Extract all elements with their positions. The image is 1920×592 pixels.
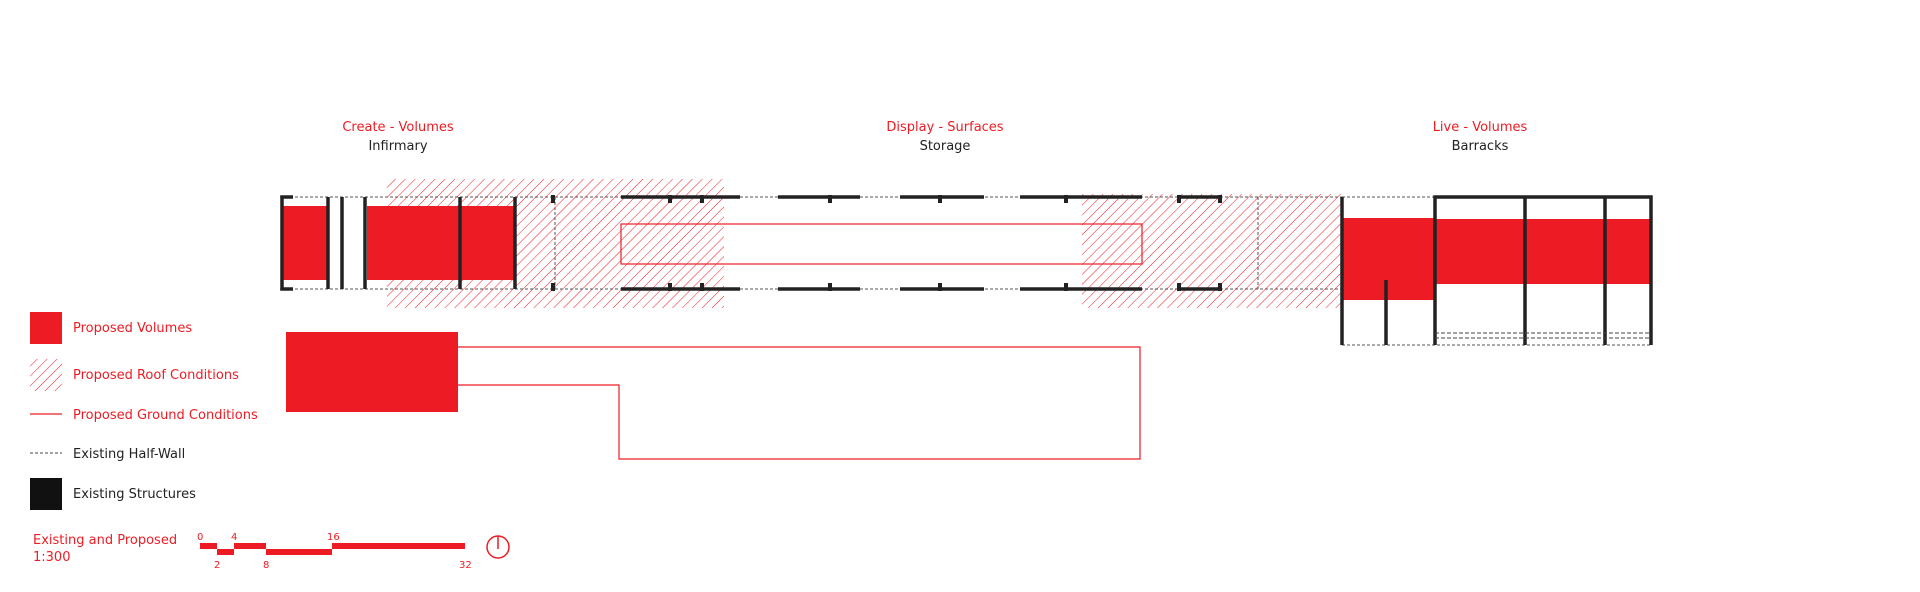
- volume-infirmary-b: [367, 206, 515, 280]
- column-stub: [1218, 195, 1222, 203]
- scale-tick-16: 16: [327, 532, 340, 543]
- column-stub: [1064, 195, 1068, 203]
- legend-swatch-structures: [30, 478, 62, 510]
- column-stub: [1064, 283, 1068, 291]
- legend-swatch-volumes: [30, 312, 62, 344]
- column-stub: [551, 195, 555, 203]
- scale-segment: [266, 549, 332, 555]
- roof-hatch-east: [1082, 194, 1342, 308]
- zone-title-display: Display - Surfaces: [886, 120, 1003, 135]
- column-stub: [1177, 283, 1181, 291]
- scale-title: Existing and Proposed: [33, 533, 177, 548]
- zone-title-live: Live - Volumes: [1433, 120, 1528, 135]
- existing-structures: [280, 195, 1653, 345]
- legend-label-volumes: Proposed Volumes: [73, 321, 192, 336]
- scale-ratio: 1:300: [33, 550, 70, 565]
- legend: Proposed Volumes Proposed Roof Condition…: [30, 312, 258, 510]
- scale-tick-2: 2: [214, 560, 220, 571]
- column-stub: [1177, 195, 1181, 203]
- wall-barracks-outline: [1433, 195, 1653, 345]
- ground-strip-storage: [620, 223, 1143, 265]
- scale-segment: [217, 549, 234, 555]
- legend-swatch-roof: [30, 359, 62, 391]
- volume-barracks-b: [1435, 219, 1651, 284]
- column-stubs: [551, 195, 1222, 291]
- ground-path: [458, 346, 1141, 460]
- scale-segment: [200, 543, 217, 549]
- legend-label-half-wall: Existing Half-Wall: [73, 447, 185, 462]
- column-stub: [1218, 283, 1222, 291]
- column-stub: [828, 195, 832, 203]
- zone-subtitle-storage: Storage: [920, 139, 971, 154]
- column-stub: [700, 195, 704, 203]
- barracks-threshold: [1435, 332, 1651, 339]
- column-stub: [668, 195, 672, 203]
- wall-infirmary-end: [280, 195, 293, 291]
- proposed-volumes: [282, 206, 1651, 412]
- scale-segment: [332, 543, 465, 549]
- volume-barracks-a: [1342, 218, 1434, 300]
- scale-tick-4: 4: [231, 532, 237, 543]
- column-stub: [700, 283, 704, 291]
- legend-label-structures: Existing Structures: [73, 487, 196, 502]
- column-stub: [938, 195, 942, 203]
- volume-infirmary-a: [282, 206, 328, 280]
- scale-bar: Existing and Proposed 1:300 0 4 16 2 8 3…: [33, 532, 472, 571]
- zone-subtitle-infirmary: Infirmary: [368, 139, 427, 154]
- column-stub: [668, 283, 672, 291]
- scale-tick-0: 0: [197, 532, 203, 543]
- column-stub: [551, 283, 555, 291]
- scale-tick-8: 8: [263, 560, 269, 571]
- proposed-roof-conditions: [387, 179, 1342, 308]
- legend-label-ground: Proposed Ground Conditions: [73, 408, 258, 423]
- legend-label-roof: Proposed Roof Conditions: [73, 368, 239, 383]
- scale-segment: [234, 543, 266, 549]
- zone-subtitle-barracks: Barracks: [1452, 139, 1509, 154]
- column-stub: [828, 283, 832, 291]
- column-stub: [938, 283, 942, 291]
- proposed-ground-conditions: [458, 223, 1143, 460]
- north-arrow-icon: [486, 535, 510, 559]
- volume-ground-block: [286, 332, 458, 412]
- zone-title-create: Create - Volumes: [342, 120, 454, 135]
- scale-tick-32: 32: [459, 560, 472, 571]
